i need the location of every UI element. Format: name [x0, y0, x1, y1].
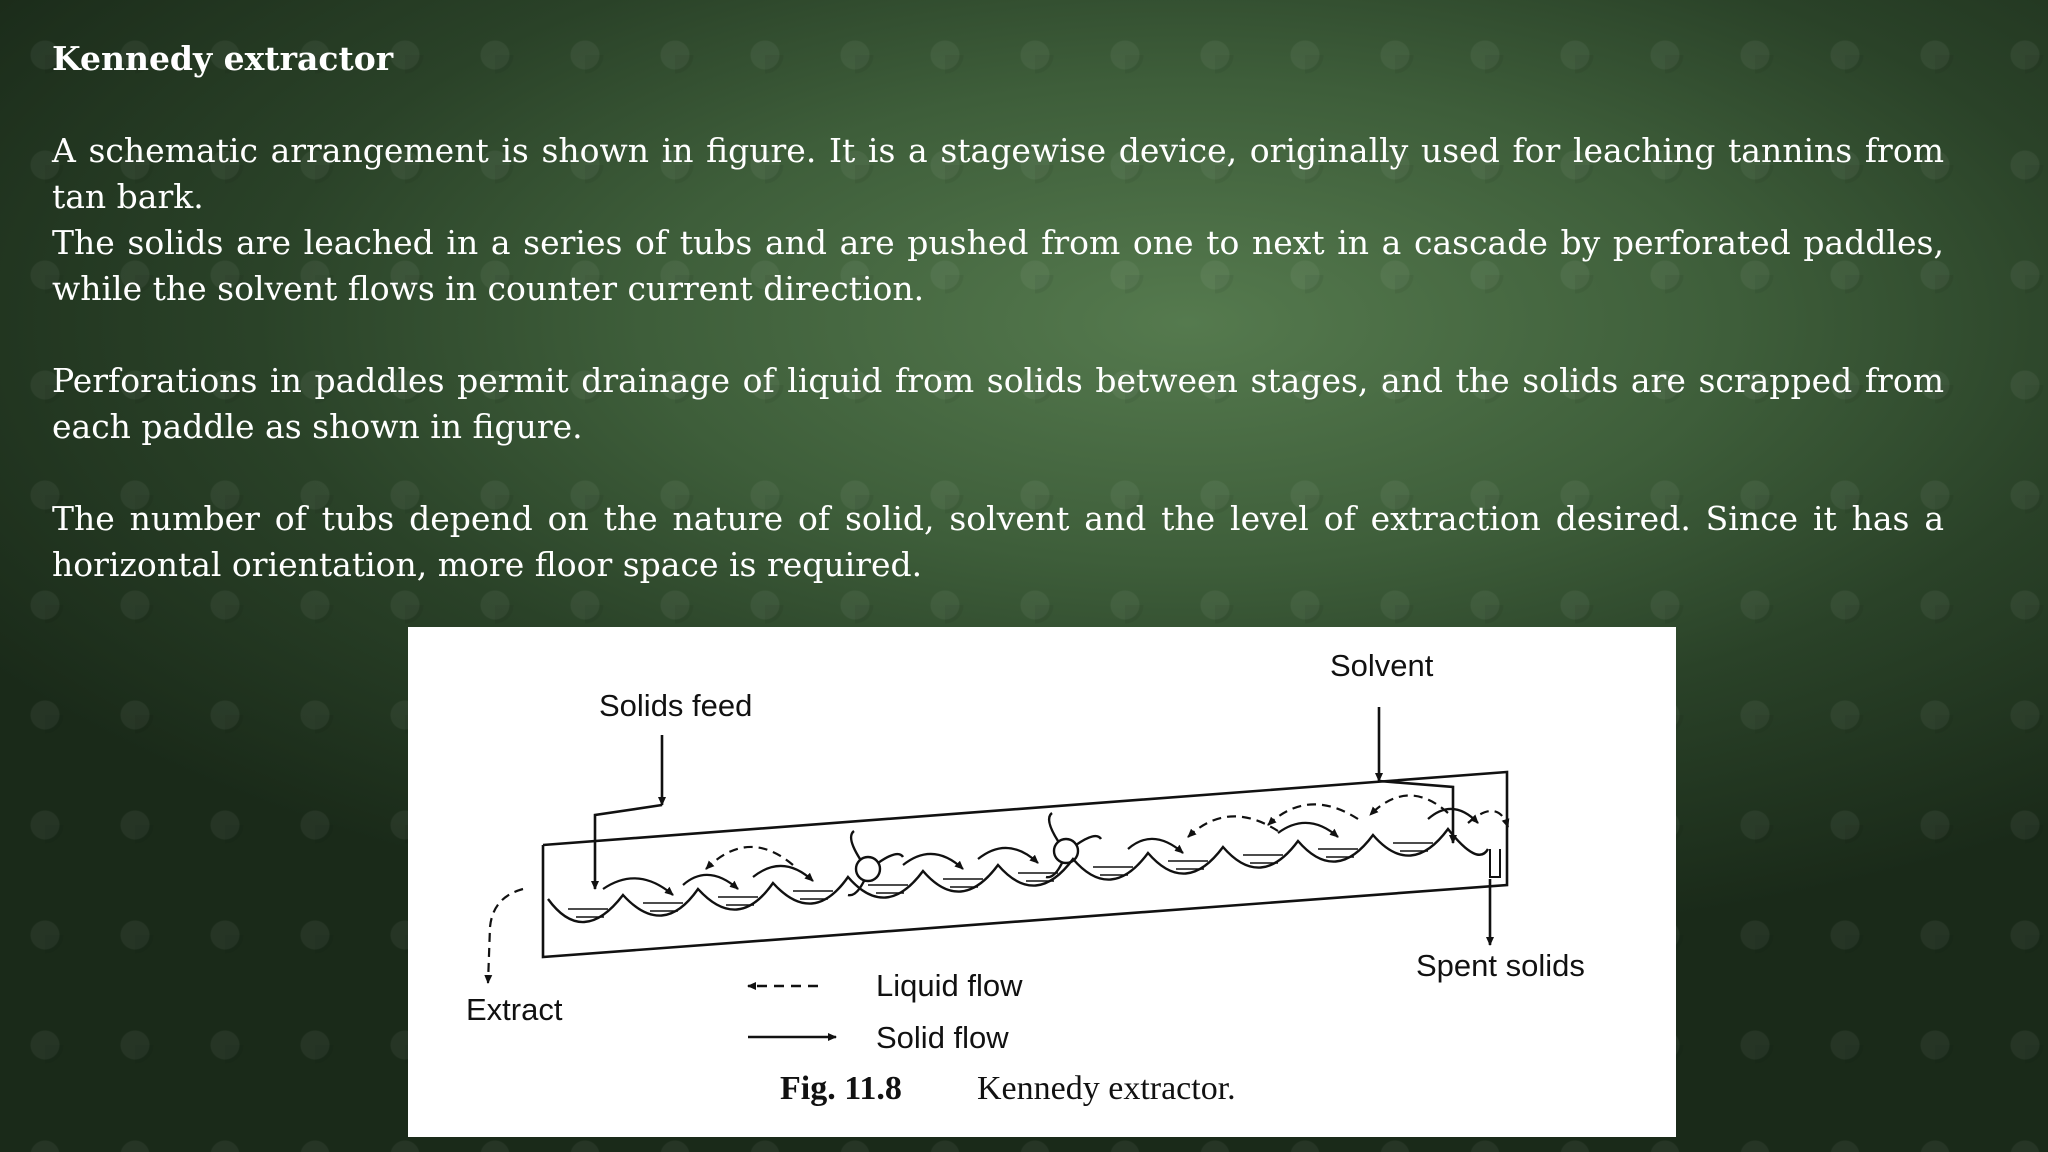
- extractor-vessel: [541, 770, 1509, 959]
- slide-title: Kennedy extractor: [52, 39, 394, 78]
- figure-caption-text: Kennedy extractor.: [977, 1070, 1236, 1107]
- extractor-diagram: Solids feed Solvent Extract Spent solids…: [466, 648, 1585, 1107]
- paragraph-tub-count: The number of tubs depend on the nature …: [52, 499, 1944, 584]
- paddle-wheels: [847, 812, 1103, 897]
- figure-caption-number: Fig. 11.8: [780, 1070, 902, 1107]
- label-extract: Extract: [466, 992, 563, 1027]
- tub-series: [547, 827, 1490, 924]
- legend-liquid-flow: Liquid flow: [876, 968, 1023, 1003]
- kennedy-extractor-figure: Solids feed Solvent Extract Spent solids…: [408, 627, 1676, 1137]
- paragraph-intro: A schematic arrangement is shown in figu…: [52, 131, 1944, 216]
- label-spent-solids: Spent solids: [1416, 948, 1585, 983]
- solid-flow-arrows: [602, 807, 1479, 896]
- paragraph-tubs: The solids are leached in a series of tu…: [52, 223, 1944, 308]
- slide-text-block: Kennedy extractor A schematic arrangemen…: [52, 36, 1944, 588]
- paragraph-perforations: Perforations in paddles permit drainage …: [52, 361, 1944, 446]
- liquid-levels: [568, 842, 1433, 918]
- stream-arrows: [591, 707, 1494, 946]
- label-solvent: Solvent: [1330, 648, 1434, 683]
- legend-solid-flow: Solid flow: [876, 1020, 1009, 1055]
- liquid-flow-arrows: [484, 794, 1510, 984]
- label-solids-feed: Solids feed: [599, 688, 752, 723]
